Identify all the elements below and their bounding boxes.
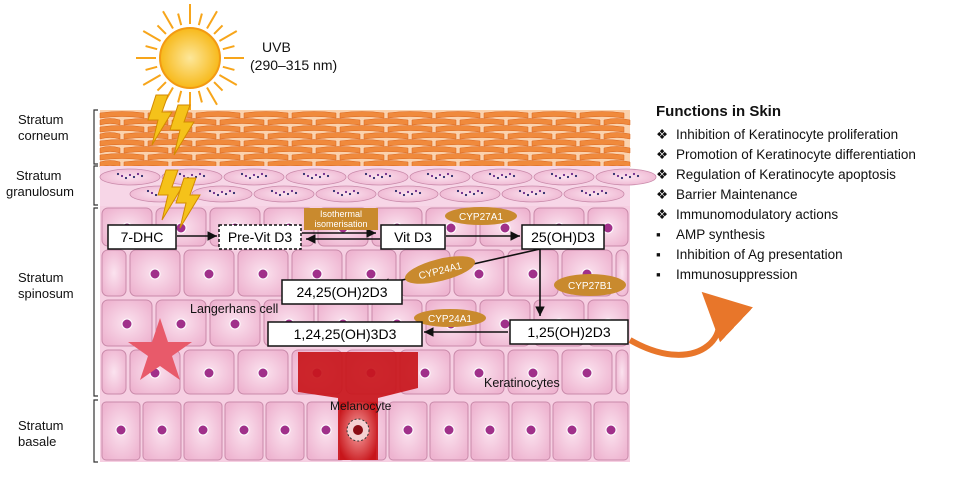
function-item-text: Immunomodulatory actions bbox=[676, 207, 839, 222]
sun-icon bbox=[136, 4, 244, 112]
enzyme-cyp27b1-label: CYP27B1 bbox=[568, 281, 612, 292]
function-item-text: Inhibition of Keratinocyte proliferation bbox=[676, 127, 899, 142]
node-1-24-25-oh-3d3: 1,24,25(OH)3D3 bbox=[267, 321, 423, 347]
layer-brackets bbox=[93, 109, 98, 463]
node-1-24-25-oh-3d3-label: 1,24,25(OH)3D3 bbox=[294, 326, 397, 342]
uvb-range-label: (290–315 nm) bbox=[250, 57, 337, 73]
function-item-text: Regulation of Keratinocyte apoptosis bbox=[676, 167, 896, 182]
node-25-oh-d3-label: 25(OH)D3 bbox=[531, 229, 595, 245]
node-pre-vit-d3-label: Pre-Vit D3 bbox=[228, 229, 293, 245]
enzyme-cyp24a1-bottom-label: CYP24A1 bbox=[428, 314, 472, 325]
langerhans-star-icon bbox=[128, 318, 192, 380]
function-item: ▪ Inhibition of Ag presentation bbox=[656, 245, 916, 265]
functions-list: ❖ Inhibition of Keratinocyte proliferatio… bbox=[656, 125, 916, 285]
function-item: ❖ Barrier Maintenance bbox=[656, 185, 916, 205]
stratum-basale-label: Stratum basale bbox=[18, 418, 64, 450]
node-vit-d3: Vit D3 bbox=[380, 224, 446, 250]
bullet-icon: ❖ bbox=[656, 147, 669, 162]
isomerisation-box: Isothermal isomerisation bbox=[304, 208, 378, 230]
curved-arrow-icon bbox=[628, 291, 753, 358]
stratum-spinosum-label: Stratum spinosum bbox=[18, 270, 74, 302]
uvb-label: UVB bbox=[262, 39, 291, 55]
stratum-granulosum-label: Stratum granulosum bbox=[6, 168, 74, 200]
node-7-dhc: 7-DHC bbox=[107, 224, 177, 250]
node-24-25-oh-2d3: 24,25(OH)2D3 bbox=[281, 279, 403, 305]
node-25-oh-d3: 25(OH)D3 bbox=[521, 224, 605, 250]
enzyme-cyp24a1-top: CYP24A1 bbox=[404, 256, 476, 284]
stratum-granulosum-line2: granulosum bbox=[6, 184, 74, 199]
isomerisation-line1: Isothermal bbox=[320, 209, 362, 219]
node-1-25-oh-2d3: 1,25(OH)2D3 bbox=[509, 319, 629, 345]
keratinocytes-label: Keratinocytes bbox=[484, 376, 560, 390]
node-vit-d3-label: Vit D3 bbox=[394, 229, 432, 245]
stratum-basale-line2: basale bbox=[18, 434, 57, 449]
function-item-text: Immunosuppression bbox=[676, 267, 798, 282]
node-7-dhc-label: 7-DHC bbox=[121, 229, 164, 245]
function-item-text: Inhibition of Ag presentation bbox=[676, 247, 843, 262]
bullet-icon: ▪ bbox=[656, 227, 661, 242]
stratum-basale-line1: Stratum bbox=[18, 418, 64, 433]
enzyme-cyp27a1: CYP27A1 bbox=[445, 207, 517, 225]
stratum-corneum-line1: Stratum bbox=[18, 112, 64, 127]
function-item: ❖ Regulation of Keratinocyte apoptosis bbox=[656, 165, 916, 185]
bullet-icon: ▪ bbox=[656, 247, 661, 262]
function-item: ▪ Immunosuppression bbox=[656, 265, 916, 285]
melanocyte-label: Melanocyte bbox=[330, 399, 392, 413]
enzyme-cyp27b1: CYP27B1 bbox=[554, 274, 626, 296]
langerhans-cell-label: Langerhans cell bbox=[190, 302, 278, 316]
stratum-spinosum-line1: Stratum bbox=[18, 270, 64, 285]
stratum-corneum-line2: corneum bbox=[18, 128, 69, 143]
bullet-icon: ❖ bbox=[656, 187, 669, 202]
bullet-icon: ▪ bbox=[656, 267, 661, 282]
function-item-text: AMP synthesis bbox=[676, 227, 766, 242]
lightning-bolt-icon bbox=[147, 94, 201, 229]
function-item: ❖ Inhibition of Keratinocyte proliferatio… bbox=[656, 125, 916, 145]
node-24-25-oh-2d3-label: 24,25(OH)2D3 bbox=[296, 284, 387, 300]
node-1-25-oh-2d3-label: 1,25(OH)2D3 bbox=[527, 324, 610, 340]
function-item: ❖ Promotion of Keratinocyte differentiati… bbox=[656, 145, 916, 165]
stratum-corneum-layer bbox=[99, 110, 631, 168]
function-item: ▪ AMP synthesis bbox=[656, 225, 916, 245]
bullet-icon: ❖ bbox=[656, 207, 669, 222]
stratum-granulosum-layer bbox=[99, 166, 657, 206]
stratum-granulosum-line1: Stratum bbox=[16, 168, 62, 183]
functions-title: Functions in Skin bbox=[656, 103, 782, 120]
function-item: ❖ Immunomodulatory actions bbox=[656, 205, 916, 225]
enzyme-cyp27a1-label: CYP27A1 bbox=[459, 212, 503, 223]
stratum-corneum-label: Stratum corneum bbox=[18, 112, 69, 144]
stratum-spinosum-line2: spinosum bbox=[18, 286, 74, 301]
enzyme-cyp24a1-bottom: CYP24A1 bbox=[414, 309, 486, 327]
melanocyte-cell bbox=[298, 352, 418, 460]
function-item-text: Promotion of Keratinocyte differentiatio… bbox=[676, 147, 916, 162]
node-pre-vit-d3: Pre-Vit D3 bbox=[218, 224, 302, 250]
bullet-icon: ❖ bbox=[656, 127, 669, 142]
bullet-icon: ❖ bbox=[656, 167, 669, 182]
function-item-text: Barrier Maintenance bbox=[676, 187, 798, 202]
isomerisation-line2: isomerisation bbox=[314, 219, 367, 229]
